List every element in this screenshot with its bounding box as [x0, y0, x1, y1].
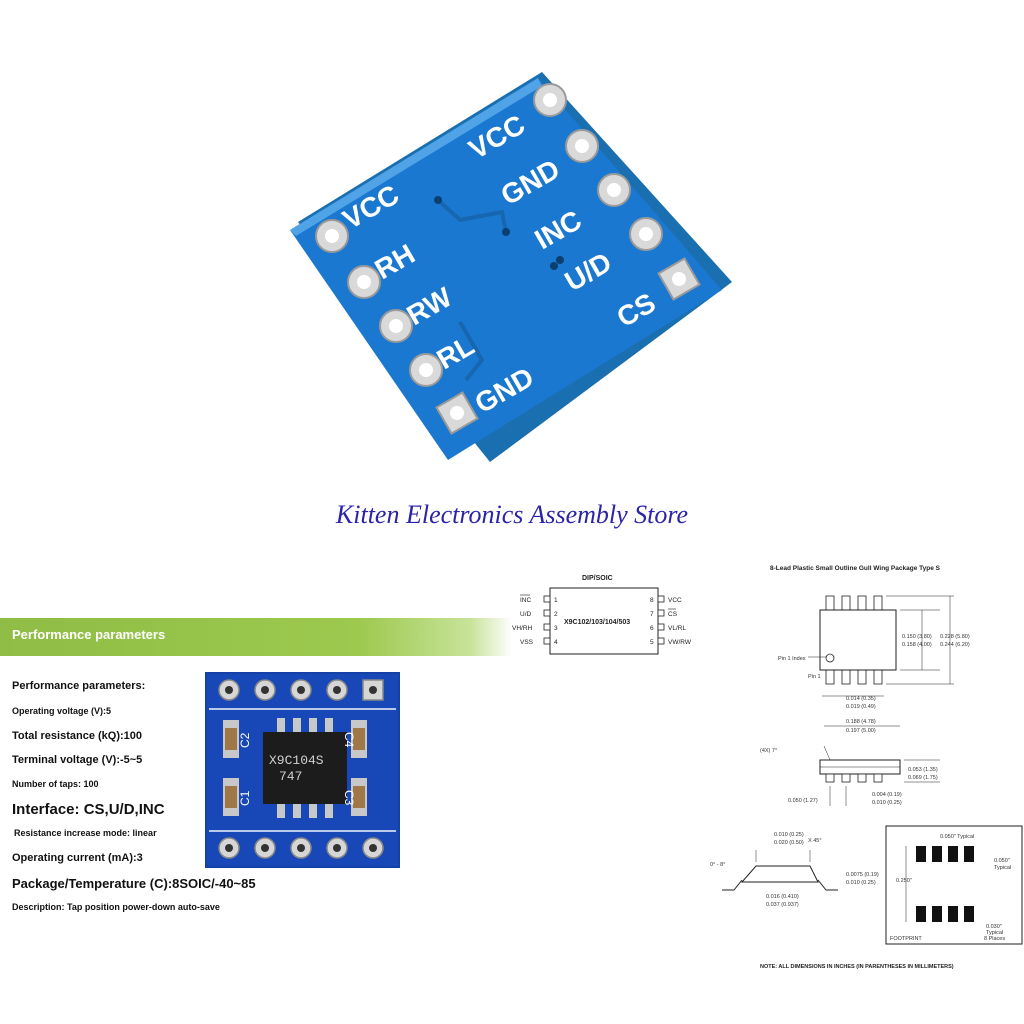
angle2-label: 0° - 8° [710, 862, 725, 868]
right-header-pads [533, 83, 701, 301]
pin-num-7: 7 [650, 611, 654, 618]
fp-250: 0.250" [896, 878, 912, 884]
param-heading: Performance parameters: [12, 680, 146, 692]
chip-marking-2: 747 [279, 769, 302, 784]
dim-i1: 0.016 (0.410) [766, 894, 799, 900]
dim-c1: 0.014 (0.35) [846, 696, 876, 702]
chip-marking-1: X9C104S [269, 753, 324, 768]
dim-a2: 0.158 (4.00) [902, 642, 932, 648]
pinout-diagram: DIP/SOIC X9C102/103/104/503 INC U/D VH/R… [512, 575, 692, 655]
param-description: Description: Tap position power-down aut… [12, 902, 220, 912]
fp-typical2: 0.050" [994, 858, 1010, 864]
fp-030b: Typical [986, 930, 1003, 936]
left-header-pads [315, 219, 479, 435]
pin-label-vw: VW/RW [668, 639, 692, 646]
module-board-bottom: X9C104S 747 C2 C4 C1 C3 [205, 672, 400, 868]
pin-num-1: 1 [554, 597, 558, 604]
footprint-label: FOOTPRINT [890, 936, 922, 942]
dim-h2: 0.010 (0.25) [846, 880, 876, 886]
package-side-view [819, 725, 940, 806]
performance-banner-label: Performance parameters [12, 627, 166, 642]
pinout-title: DIP/SOIC [582, 575, 613, 582]
x45-label: X 45° [808, 838, 822, 844]
dim-d1: 0.188 (4.78) [846, 719, 876, 725]
angle-label: (4X) 7° [760, 748, 777, 754]
pin-label-vh: VH/RH [512, 625, 533, 632]
param-operating-current: Operating current (mA):3 [12, 852, 143, 864]
param-total-resistance: Total resistance (kQ):100 [12, 730, 143, 742]
cap-label-c4: C4 [342, 732, 356, 748]
package-title: 8-Lead Plastic Small Outline Gull Wing P… [770, 565, 941, 572]
param-package-temperature: Package/Temperature (C):8SOIC/-40~85 [12, 876, 256, 891]
param-number-of-taps: Number of taps: 100 [12, 779, 99, 789]
dim-f2: 0.010 (0.25) [872, 800, 902, 806]
package-top-view [819, 595, 954, 685]
module-board-photo: VCC RH RW RL GND VCC GND INC U/D CS [290, 72, 732, 462]
package-end-view [722, 850, 838, 891]
pin-label-cs: CS [668, 611, 678, 618]
dim-h1: 0.0075 (0.19) [846, 872, 879, 878]
pin-num-3: 3 [554, 625, 558, 632]
fp-typical: 0.050" Typical [940, 834, 974, 840]
pin1-label: Pin 1 [808, 674, 821, 680]
pin-num-6: 6 [650, 625, 654, 632]
pin-label-inc: INC [520, 597, 532, 604]
footprint-box [885, 825, 1023, 945]
package-drawing: 8-Lead Plastic Small Outline Gull Wing P… [710, 565, 1023, 970]
pin-num-4: 4 [554, 639, 558, 646]
pitch-label: 0.050 (1.27) [788, 798, 818, 804]
fp-030: 0.030" [986, 924, 1002, 930]
pin-num-8: 8 [650, 597, 654, 604]
dim-e1: 0.053 (1.35) [908, 767, 938, 773]
cap-label-c2: C2 [238, 732, 252, 748]
dim-d2: 0.197 (5.00) [846, 728, 876, 734]
chip-x9c104s: X9C104S 747 [263, 718, 347, 818]
store-title: Kitten Electronics Assembly Store [335, 500, 689, 529]
performance-banner: Performance parameters [0, 618, 512, 656]
param-increase-mode: Resistance increase mode: linear [14, 828, 157, 838]
dim-b1: 0.228 (5.80) [940, 634, 970, 640]
pin-label-vcc: VCC [668, 597, 682, 604]
fp-030c: 8 Places [984, 936, 1005, 942]
dim-i2: 0.037 (0.937) [766, 902, 799, 908]
pin-label-ud: U/D [520, 611, 532, 618]
dim-e2: 0.069 (1.75) [908, 775, 938, 781]
pin1-index-label: Pin 1 Index [778, 656, 806, 662]
dim-c2: 0.019 (0.49) [846, 704, 876, 710]
dim-a1: 0.150 (3.80) [902, 634, 932, 640]
param-interface: Interface: CS,U/D,INC [12, 801, 165, 818]
fp-typical2b: Typical [994, 865, 1011, 871]
dimension-note: NOTE: ALL DIMENSIONS IN INCHES (IN PAREN… [760, 964, 954, 970]
cap-label-c1: C1 [238, 790, 252, 806]
dim-g2: 0.020 (0.50) [774, 840, 804, 846]
dim-f1: 0.004 (0.19) [872, 792, 902, 798]
pin-label-vss: VSS [520, 639, 534, 646]
capacitors [223, 720, 367, 816]
pin-label-vl: VL/RL [668, 625, 686, 632]
param-operating-voltage: Operating voltage (V):5 [12, 706, 112, 716]
param-terminal-voltage: Terminal voltage (V):-5~5 [12, 754, 143, 766]
cap-label-c3: C3 [342, 790, 356, 806]
pin-num-2: 2 [554, 611, 558, 618]
pin-num-5: 5 [650, 639, 654, 646]
pinout-chip-label: X9C102/103/104/503 [564, 619, 630, 626]
dim-b2: 0.244 (6.20) [940, 642, 970, 648]
dim-g1: 0.010 (0.25) [774, 832, 804, 838]
